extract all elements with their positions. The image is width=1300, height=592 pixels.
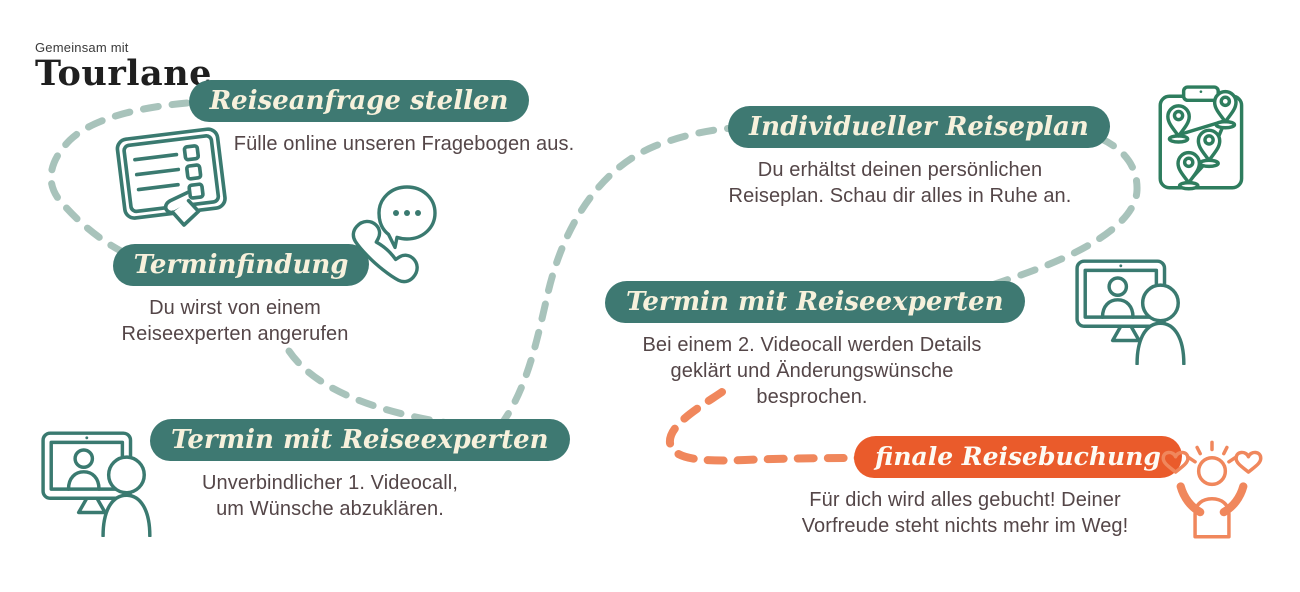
brand-logo: Gemeinsam mit Tourlane xyxy=(35,40,212,92)
step-badge: Termin mit Reiseexperten xyxy=(605,281,1025,323)
path-segment-5 xyxy=(666,388,878,465)
videocall-icon xyxy=(1072,255,1194,365)
logo-brand-name: Tourlane xyxy=(35,53,212,94)
videocall-icon xyxy=(38,427,160,537)
itinerary-map-icon xyxy=(1150,82,1262,204)
logo-pretext: Gemeinsam mit xyxy=(35,40,129,55)
step-termin-videocall-1: Termin mit Reiseexperten Unverbindlicher… xyxy=(150,419,570,522)
step-reiseanfrage: Reiseanfrage stellen Fülle online unsere… xyxy=(188,80,604,157)
step-termin-videocall-2: Termin mit Reiseexperten Bei einem 2. Vi… xyxy=(605,281,1025,410)
step-badge: Termin mit Reiseexperten xyxy=(150,419,570,461)
path-segment-2 xyxy=(285,347,452,427)
path-segment-3 xyxy=(496,123,768,430)
questionnaire-icon xyxy=(113,126,231,234)
step-badge: Terminfindung xyxy=(112,244,370,286)
step-terminfindung: Terminfindung Du wirst von einem Reiseex… xyxy=(85,244,385,347)
step-badge: finale Reisebuchung xyxy=(854,436,1182,478)
step-badge: Reiseanfrage stellen xyxy=(188,80,530,122)
step-description: Du wirst von einem Reiseexperten angeruf… xyxy=(121,297,349,345)
step-description: Fülle online unseren Fragebogen aus. xyxy=(233,133,575,155)
step-reiseplan: Individueller Reiseplan Du erhältst dein… xyxy=(710,106,1110,209)
step-reisebuchung: finale Reisebuchung Für dich wird alles … xyxy=(785,436,1182,539)
celebration-icon xyxy=(1153,434,1271,542)
step-description: Du erhältst deinen persönlichen Reisepla… xyxy=(728,159,1072,207)
path-segment-1 xyxy=(47,97,220,263)
step-description: Bei einem 2. Videocall werden Details ge… xyxy=(642,334,982,408)
step-description: Für dich wird alles gebucht! Deiner Vorf… xyxy=(801,489,1129,537)
phone-call-icon xyxy=(341,183,453,289)
step-badge: Individueller Reiseplan xyxy=(728,106,1110,148)
step-description: Unverbindlicher 1. Videocall, um Wünsche… xyxy=(201,472,458,520)
